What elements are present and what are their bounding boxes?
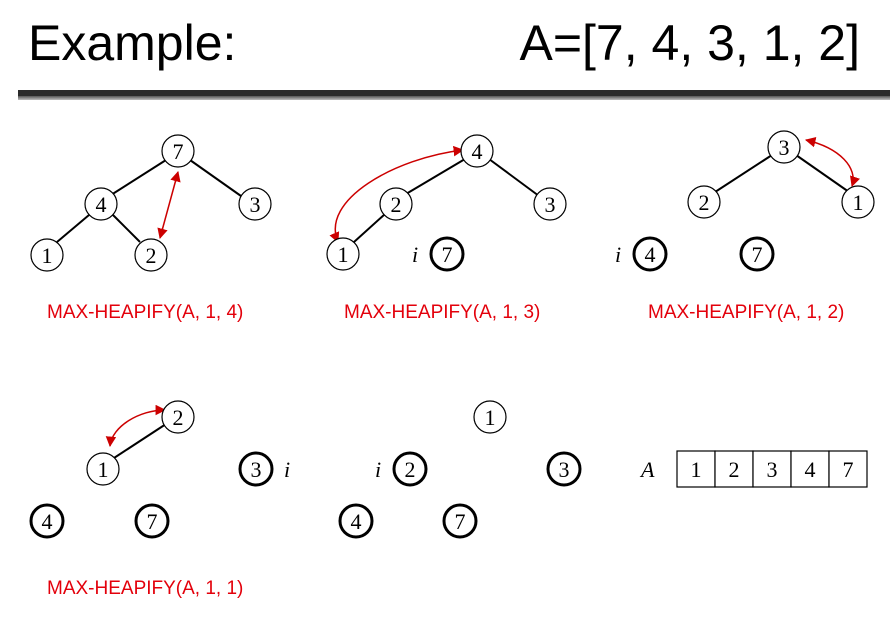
- tree-edges: [56, 159, 242, 243]
- sorted-node-2: 2: [392, 451, 428, 487]
- tree-edges: [113, 423, 167, 459]
- slide-array-value: A=[7, 4, 3, 1, 2]: [519, 15, 860, 71]
- panel-2: 4 2 3 1 i 7 MAX-HEAPIFY(A, 1, 3): [326, 134, 567, 323]
- swap-arrow: [105, 404, 167, 448]
- svg-text:7: 7: [455, 509, 466, 534]
- sorted-node-7: 7: [442, 503, 478, 539]
- svg-text:4: 4: [96, 192, 107, 217]
- node-7: 7: [161, 134, 195, 168]
- svg-text:2: 2: [729, 457, 740, 482]
- swap-arrow: [157, 170, 181, 240]
- sorted-node-7: 7: [134, 503, 170, 539]
- svg-text:1: 1: [485, 405, 496, 430]
- caption-4: MAX-HEAPIFY(A, 1, 1): [47, 578, 243, 599]
- svg-text:1: 1: [338, 242, 349, 267]
- svg-text:7: 7: [442, 242, 453, 267]
- i-marker: i: [375, 457, 381, 482]
- title-divider-shadow: [18, 96, 890, 100]
- array-cell-2: 2: [714, 450, 754, 488]
- sorted-node-3: 3: [546, 451, 582, 487]
- svg-text:2: 2: [173, 405, 184, 430]
- node-2: 2: [379, 187, 413, 221]
- caption-1: MAX-HEAPIFY(A, 1, 4): [47, 302, 243, 323]
- svg-text:2: 2: [146, 243, 157, 268]
- i-marker: i: [615, 242, 621, 267]
- node-2: 2: [134, 238, 168, 272]
- svg-text:3: 3: [559, 457, 570, 482]
- node-2: 2: [161, 400, 195, 434]
- caption-3: MAX-HEAPIFY(A, 1, 2): [648, 302, 844, 323]
- array-cell-4: 4: [790, 450, 830, 488]
- sorted-node-3: 3: [238, 451, 274, 487]
- sorted-node-7: 7: [739, 236, 775, 272]
- svg-text:4: 4: [472, 139, 483, 164]
- svg-text:7: 7: [843, 457, 854, 482]
- node-4: 4: [84, 187, 118, 221]
- node-3: 3: [238, 187, 272, 221]
- node-3: 3: [533, 187, 567, 221]
- caption-2: MAX-HEAPIFY(A, 1, 3): [344, 302, 540, 323]
- node-1: 1: [326, 237, 360, 271]
- node-1: 1: [473, 400, 507, 434]
- svg-text:3: 3: [251, 457, 262, 482]
- svg-text:4: 4: [351, 509, 362, 534]
- node-1: 1: [30, 238, 64, 272]
- i-marker: i: [412, 242, 418, 267]
- array-cell-1: 1: [676, 450, 716, 488]
- svg-text:4: 4: [645, 242, 656, 267]
- array-cell-3: 3: [752, 450, 792, 488]
- sorted-node-7: 7: [429, 236, 465, 272]
- node-3: 3: [767, 130, 801, 164]
- svg-text:3: 3: [767, 457, 778, 482]
- svg-text:1: 1: [691, 457, 702, 482]
- svg-text:7: 7: [147, 509, 158, 534]
- sorted-node-4: 4: [338, 503, 374, 539]
- svg-text:1: 1: [853, 190, 864, 215]
- i-marker: i: [284, 457, 290, 482]
- svg-text:4: 4: [42, 509, 53, 534]
- node-1: 1: [86, 452, 120, 486]
- node-4: 4: [460, 134, 494, 168]
- panel-5: 1 i 2 3 4 7: [338, 400, 582, 539]
- panel-3: 3 2 1 i 4 7 MAX-HEAPIFY(A, 1, 2): [615, 130, 875, 323]
- result-array: A 1 2 3 4 7: [639, 450, 868, 488]
- panel-4: 2 1 3 i 4 7 MAX-HEAPIFY(A, 1, 1): [29, 400, 290, 599]
- slide-title: Example:: [28, 15, 237, 71]
- svg-text:1: 1: [98, 457, 109, 482]
- array-cell-5: 7: [828, 450, 868, 488]
- svg-text:7: 7: [752, 242, 763, 267]
- svg-text:3: 3: [250, 192, 261, 217]
- node-2: 2: [687, 185, 721, 219]
- panel-1: 7 4 3 1 2 MAX-HEAPIFY(A, 1, 4): [30, 134, 272, 323]
- node-1: 1: [841, 185, 875, 219]
- array-label: A: [639, 457, 655, 482]
- sorted-node-4: 4: [29, 503, 65, 539]
- sorted-node-4: 4: [632, 236, 668, 272]
- svg-text:2: 2: [699, 190, 710, 215]
- swap-arrow: [329, 145, 465, 243]
- svg-text:4: 4: [805, 457, 816, 482]
- svg-text:3: 3: [545, 192, 556, 217]
- swap-arrow: [804, 137, 860, 187]
- svg-text:2: 2: [391, 192, 402, 217]
- svg-text:7: 7: [173, 139, 184, 164]
- title-divider: [18, 90, 890, 96]
- svg-text:1: 1: [42, 243, 53, 268]
- svg-text:2: 2: [405, 457, 416, 482]
- svg-text:3: 3: [779, 135, 790, 160]
